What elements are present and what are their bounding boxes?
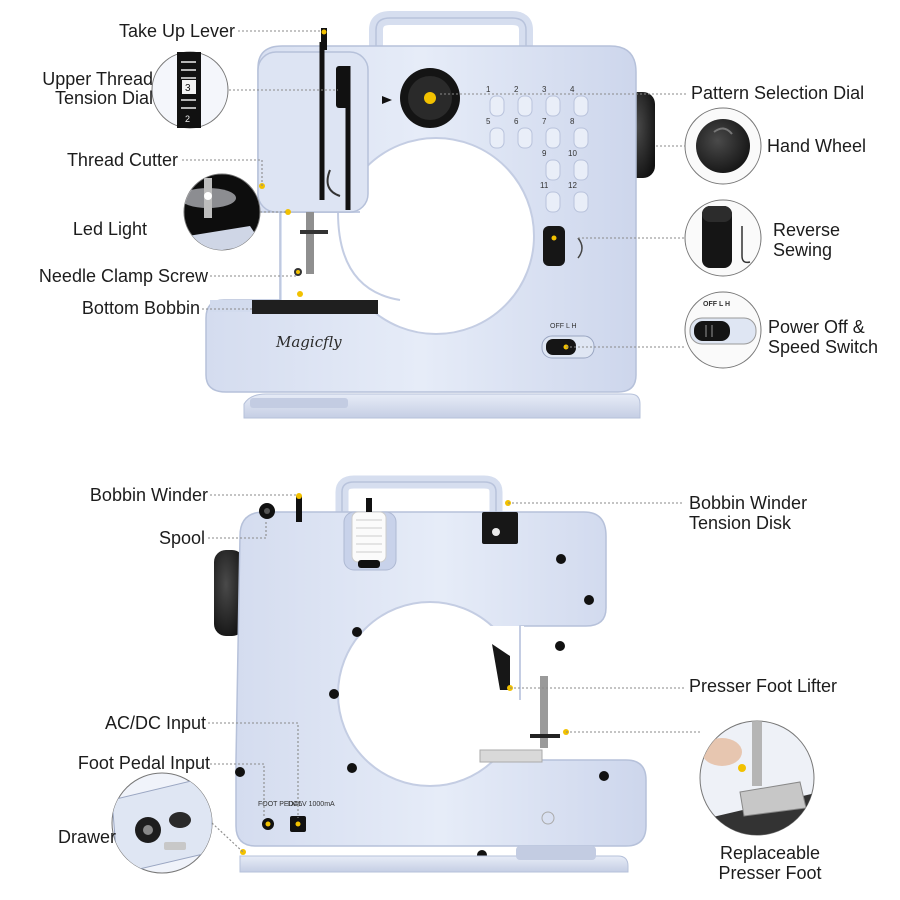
svg-text:9: 9 — [542, 149, 547, 158]
svg-text:OFF L H: OFF L H — [703, 301, 730, 308]
svg-text:7: 7 — [542, 117, 547, 126]
hand-wheel-zoom — [684, 107, 762, 185]
svg-text:5: 5 — [486, 117, 491, 126]
brand-logo: Magicfly — [275, 333, 342, 351]
label-led-light: Led Light — [72, 219, 147, 239]
presser-foot-zoom — [699, 720, 815, 836]
svg-text:3: 3 — [542, 85, 547, 94]
bobbin-plate — [252, 300, 378, 314]
pattern-chart: 1 2 3 4 5 6 7 8 9 10 11 12 — [486, 85, 577, 190]
svg-text:11: 11 — [540, 181, 549, 190]
label-bottom-bobbin: Bottom Bobbin — [81, 298, 200, 318]
label-hand-wheel: Hand Wheel — [767, 136, 867, 156]
take-up-lever — [321, 28, 327, 50]
back-machine: FOOT PEDAL DC6V 1000mA — [214, 475, 647, 873]
label-thread-cutter: Thread Cutter — [66, 150, 178, 170]
label-spool: Spool — [158, 528, 205, 548]
tension-dial-zoom: 3 2 — [151, 51, 229, 129]
label-drawer: Drawer — [57, 827, 116, 847]
tension-disk — [482, 512, 518, 544]
reverse-lever — [543, 226, 565, 266]
power-switch-zoom: OFF L H — [684, 291, 762, 369]
label-presser-foot-lifter: Presser Foot Lifter — [689, 676, 838, 696]
label-ac-dc-input: AC/DC Input — [104, 713, 206, 733]
svg-text:1: 1 — [486, 85, 491, 94]
svg-text:FOOT PEDAL: FOOT PEDAL — [258, 801, 302, 808]
label-bobbin-winder: Bobbin Winder — [89, 485, 208, 505]
svg-text:10: 10 — [568, 149, 577, 158]
label-bobbin-winder-tension-disk: Bobbin Winder Tension Disk — [689, 493, 808, 533]
leader-lines — [182, 30, 700, 853]
label-pattern-selection-dial: Pattern Selection Dial — [691, 83, 865, 103]
led-light-zoom — [183, 173, 261, 251]
label-power-speed-switch: Power Off & Speed Switch — [768, 317, 879, 357]
svg-text:OFF L H: OFF L H — [550, 323, 577, 330]
svg-text:DC6V 1000mA: DC6V 1000mA — [288, 801, 335, 808]
svg-text:2: 2 — [514, 85, 519, 94]
spool-pin — [296, 496, 302, 522]
label-needle-clamp-screw: Needle Clamp Screw — [38, 266, 208, 286]
svg-text:3: 3 — [185, 83, 191, 94]
svg-text:6: 6 — [514, 117, 519, 126]
reverse-sewing-zoom — [684, 199, 762, 277]
svg-text:8: 8 — [570, 117, 575, 126]
svg-text:12: 12 — [568, 181, 577, 190]
drawer-zoom — [111, 772, 213, 874]
svg-text:4: 4 — [570, 85, 575, 94]
label-upper-thread-tension-dial: Upper Thread Tension Dial — [42, 69, 153, 108]
front-machine: 1 2 3 4 5 6 7 8 9 10 11 12 — [205, 11, 655, 419]
svg-text:2: 2 — [185, 114, 190, 124]
label-take-up-lever: Take Up Lever — [118, 21, 235, 41]
label-reverse-sewing: Reverse Sewing — [773, 220, 841, 260]
power-switch — [546, 339, 576, 355]
tension-dial — [336, 66, 350, 108]
label-foot-pedal-input: Foot Pedal Input — [77, 753, 210, 773]
label-replaceable-presser-foot: Replaceable Presser Foot — [718, 843, 822, 883]
